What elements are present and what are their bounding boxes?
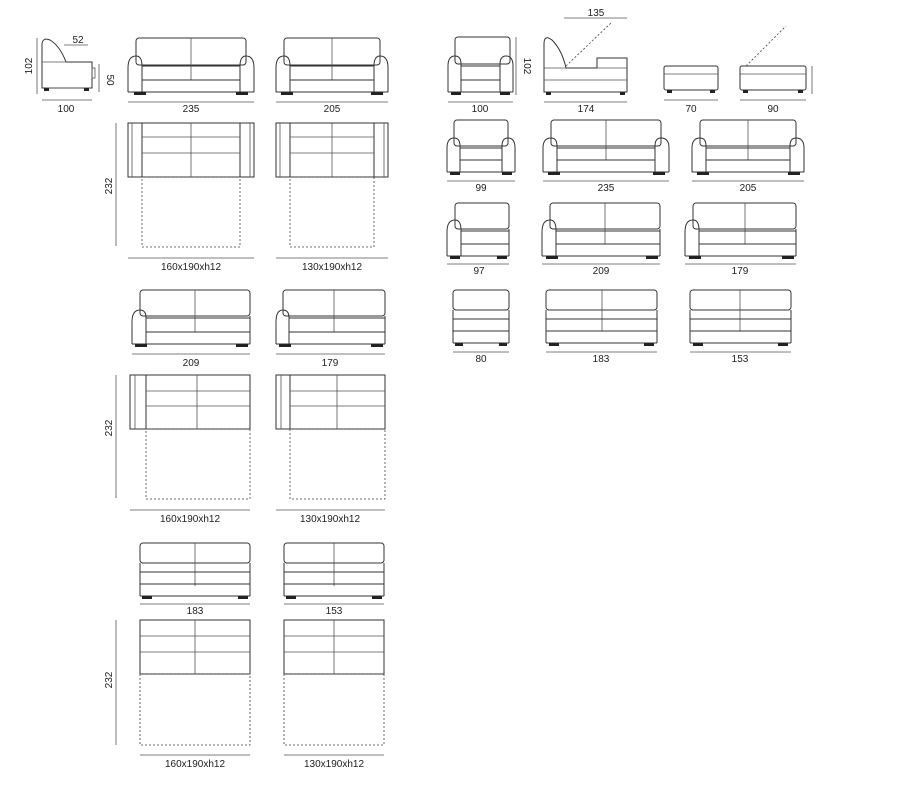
sofa-153-width-dimension: 153 (284, 603, 384, 617)
sofa-179-right-width-dimension: 179 (685, 263, 796, 277)
bed-plan-small-2 (275, 374, 386, 500)
sofa-205-width-dimension: 205 (276, 101, 388, 115)
chaise-side-view (543, 21, 628, 95)
sofa-183-width-label: 183 (187, 606, 204, 617)
sofa-235-front-view (127, 37, 255, 95)
chaise-width-label: 174 (578, 104, 595, 115)
sofa-153-right-width-dimension: 153 (690, 351, 791, 365)
sofa-179-right-width-label: 179 (732, 266, 749, 277)
right-armchair-height-label: 102 (521, 58, 532, 75)
armchair-99-width-dimension: 99 (447, 180, 515, 194)
sofa-235-right-width-dimension: 235 (543, 180, 669, 194)
chaise-width-dimension: 174 (544, 101, 627, 115)
sofa-153-right-front-view (689, 289, 792, 346)
bed-size-label-small-2: 130x190xh12 (300, 514, 360, 525)
right-armchair-height-dimension: 102 (515, 37, 532, 95)
sofa-235-right-front-view (542, 119, 670, 175)
armchair-side-height-label: 102 (24, 57, 35, 74)
sofa-235-width-dimension: 235 (128, 101, 254, 115)
ottoman-small-width-dimension: 70 (664, 99, 718, 115)
bed-depth-dimension-1: 232 (104, 123, 117, 246)
ottoman-storage-view (739, 25, 813, 94)
sofa-183-right-front-view (545, 289, 658, 346)
bed-size-label-large-1: 160x190xh12 (161, 262, 221, 273)
unit-80-width-dimension: 80 (453, 351, 509, 365)
sofa-183-right-width-dimension: 183 (546, 351, 657, 365)
sofa-205-width-label: 205 (324, 104, 341, 115)
chaise-top-dimension: 135 (564, 8, 627, 19)
sofa-183-right-width-label: 183 (593, 354, 610, 365)
bed-plan-small-3 (283, 619, 385, 746)
ottoman-storage-width-label: 90 (767, 104, 779, 115)
sofa-209-right-width-dimension: 209 (542, 263, 660, 277)
armchair-side-width-dimension: 100 (42, 99, 92, 115)
sofa-179-width-dimension: 179 (276, 353, 385, 369)
armchair-seat-height-label: 50 (104, 74, 115, 86)
sofa-209-right-front-view (541, 202, 661, 259)
sofa-179-front-view (275, 289, 386, 347)
bed-plan-large-2 (129, 374, 251, 500)
right-armchair-front-view (447, 36, 514, 95)
right-armchair-width-dimension: 100 (448, 101, 513, 115)
sofa-179-right-front-view (684, 202, 797, 259)
sofa-205-right-width-dimension: 205 (692, 180, 804, 194)
bed-depth-label-2: 232 (104, 419, 115, 436)
bed-size-label-small-1: 130x190xh12 (302, 262, 362, 273)
bed-label-small-1: 130x190xh12 (276, 257, 388, 273)
bed-label-small-2: 130x190xh12 (276, 509, 385, 525)
sofa-209-width-dimension: 209 (132, 353, 250, 369)
sofa-209-right-width-label: 209 (593, 266, 610, 277)
armchair-side-height-dimension: 102 (24, 38, 38, 94)
sofa-153-right-width-label: 153 (732, 354, 749, 365)
ottoman-small-view (663, 65, 719, 93)
ottoman-storage-width-dimension: 90 (740, 99, 806, 115)
armchair-side-view (41, 38, 96, 91)
bed-size-label-large-2: 160x190xh12 (160, 514, 220, 525)
sofa-209-width-label: 209 (183, 358, 200, 369)
bed-label-large-3: 160x190xh12 (140, 754, 250, 770)
sofa-153-width-label: 153 (326, 606, 343, 617)
sofa-179-width-label: 179 (322, 358, 339, 369)
armchair-arm-depth-dimension: 52 (64, 35, 88, 46)
armchair-side-width-label: 100 (58, 104, 75, 115)
bed-plan-large-1 (127, 122, 255, 248)
armchair-seat-height-dimension: 50 (98, 64, 115, 92)
sofa-205-right-width-label: 205 (740, 183, 757, 194)
bed-label-large-2: 160x190xh12 (130, 509, 250, 525)
bed-label-large-1: 160x190xh12 (128, 257, 254, 273)
sofa-183-front-view (139, 542, 251, 599)
right-armchair-width-label: 100 (472, 104, 489, 115)
sofa-235-right-width-label: 235 (598, 183, 615, 194)
sofa-235-width-label: 235 (183, 104, 200, 115)
bed-depth-dimension-3: 232 (104, 620, 117, 745)
bed-depth-dimension-2: 232 (104, 375, 117, 498)
armchair-99-width-label: 99 (475, 183, 487, 194)
bed-size-label-large-3: 160x190xh12 (165, 759, 225, 770)
unit-97-front-view (446, 202, 510, 259)
bed-label-small-3: 130x190xh12 (284, 754, 384, 770)
armchair-arm-depth-label: 52 (72, 35, 84, 46)
sofa-205-front-view (275, 37, 389, 95)
sofa-209-front-view (131, 289, 251, 347)
ottoman-small-width-label: 70 (685, 104, 697, 115)
sofa-205-right-front-view (691, 119, 805, 175)
unit-97-width-dimension: 97 (447, 263, 509, 277)
bed-depth-label-3: 232 (104, 671, 115, 688)
unit-80-width-label: 80 (475, 354, 487, 365)
sofa-153-front-view (283, 542, 385, 599)
bed-plan-large-3 (139, 619, 251, 746)
chaise-top-label: 135 (588, 8, 605, 19)
bed-size-label-small-3: 130x190xh12 (304, 759, 364, 770)
bed-plan-small-1 (275, 122, 389, 248)
armchair-99-front-view (446, 119, 516, 175)
bed-depth-label-1: 232 (104, 177, 115, 194)
sofa-183-width-dimension: 183 (140, 603, 250, 617)
unit-80-front-view (452, 289, 510, 346)
unit-97-width-label: 97 (473, 266, 485, 277)
